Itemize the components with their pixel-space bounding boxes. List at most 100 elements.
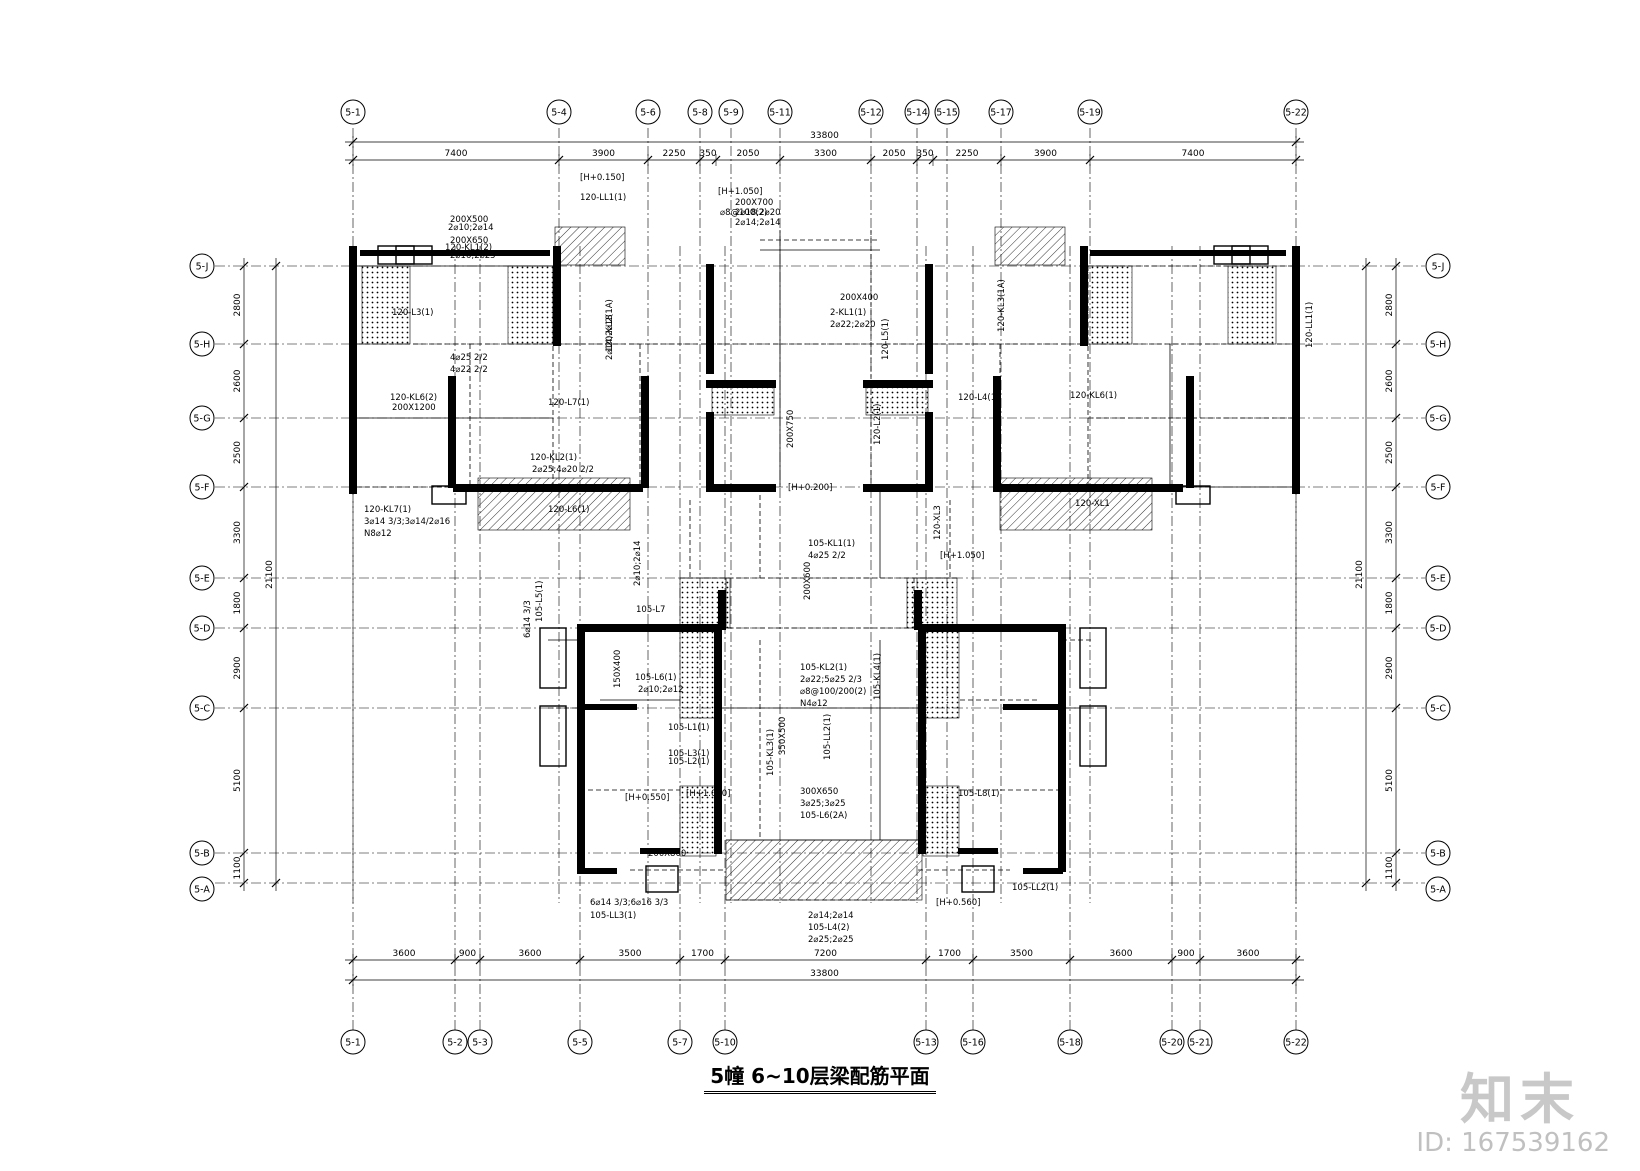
beam-annotation-8: 200X700 (735, 198, 773, 208)
left-dim-chain-tick-5 (239, 623, 249, 633)
left-axis-bubble-6-label: 5-C (194, 704, 210, 715)
beam-annotation-10: 2⌀14;2⌀14 (735, 218, 781, 228)
wall-16 (706, 484, 776, 492)
right-axis-bubble-4-label: 5-E (1430, 574, 1445, 585)
top-axis-bubble-11: 5-22 (1283, 99, 1309, 125)
right-axis-bubble-1-label: 5-H (1430, 340, 1447, 351)
left-axis-bubble-7: 5-B (189, 840, 215, 866)
wall-2 (553, 256, 561, 346)
bottom-axis-bubble-6-circle (913, 1029, 939, 1055)
wall-5 (641, 376, 649, 488)
beam-annotation-14: 2⌀22;2⌀20 (830, 320, 876, 330)
bottom-dim-chain-label-9: 900 (1177, 949, 1194, 959)
top-axis-bubble-1-circle (546, 99, 572, 125)
right-axis-bubble-3-label: 5-F (1431, 483, 1446, 494)
right-axis-bubble-8: 5-A (1425, 876, 1451, 902)
hatched-zone-5 (1227, 265, 1277, 345)
top-axis-bubble-4: 5-9 (718, 99, 744, 125)
projection-box-11 (961, 865, 995, 893)
beam-annotation-2: 2⌀10;2⌀14 (448, 223, 494, 233)
bottom-dim-chain-label-5: 7200 (814, 949, 837, 959)
beam-annotation-24: 2⌀25;4⌀20 2/2 (532, 465, 594, 475)
wall-14 (706, 412, 714, 488)
beam-annotation-18: 4⌀25 2/2 (450, 353, 488, 363)
bottom-dim-chain-label-2: 3600 (519, 949, 542, 959)
bottom-axis-bubble-8: 5-18 (1057, 1029, 1083, 1055)
bottom-dim-chain-label-10: 3600 (1237, 949, 1260, 959)
beam-annotation-7: [H+1.050] (718, 187, 762, 197)
right-dim-chain-tick-0 (1391, 261, 1401, 271)
right-dim-chain-tick-6 (1391, 703, 1401, 713)
bottom-axis-bubble-1-circle (442, 1029, 468, 1055)
left-total-dim-label-0: 21100 (265, 560, 275, 589)
watermark-logo: 知末 (1460, 1068, 1580, 1131)
hatched-zone-16 (725, 839, 923, 901)
wall-32 (553, 246, 561, 256)
beam-annotation-28: 120-L6(1) (548, 505, 589, 515)
right-axis-bubble-8-circle (1425, 876, 1451, 902)
top-axis-bubble-4-label: 5-9 (723, 108, 739, 119)
beam-annotation-40: 105-L6(1) (635, 673, 676, 683)
top-dim-chain-label-1: 3900 (592, 149, 615, 159)
beam-annotation-41: 2⌀10;2⌀12 (638, 685, 684, 695)
top-axis-bubble-7: 5-14 (904, 99, 930, 125)
beam-annotation-51: [H+1.050] (686, 789, 730, 799)
beam-annotation-23: 120-KL2(1) (530, 453, 577, 463)
hatched-zone-12 (679, 627, 717, 719)
bottom-axis-bubble-1: 5-2 (442, 1029, 468, 1055)
drawing-title: 5幢 6~10层梁配筋平面 (0, 1060, 1640, 1094)
right-dim-chain-label-5: 2900 (1385, 656, 1395, 679)
right-axis-bubble-5-label: 5-D (1430, 624, 1447, 635)
beam-annotation-27: N8⌀12 (364, 529, 392, 539)
left-dim-chain-tick-8 (239, 878, 249, 888)
top-axis-bubble-9-circle (988, 99, 1014, 125)
hatched-zone-3 (507, 265, 554, 345)
bottom-axis-bubble-2-circle (467, 1029, 493, 1055)
wall-9 (993, 484, 1183, 492)
beam-annotation-52: 105-L8(1) (958, 789, 999, 799)
bottom-axis-bubble-11-circle (1283, 1029, 1309, 1055)
beam-annotation-29: 200X750 (786, 410, 796, 448)
wall-0 (349, 246, 357, 494)
beam-annotation-56: 3⌀25;3⌀25 (800, 799, 846, 809)
top-dim-chain-label-8: 2250 (956, 149, 979, 159)
beam-annotation-66: 120-L4(1) (958, 393, 999, 403)
wall-22 (714, 624, 722, 854)
beam-annotation-64: 2⌀25;2⌀25 (808, 935, 854, 945)
hatched-zone-1 (994, 226, 1066, 266)
drawing-title-text: 5幢 6~10层梁配筋平面 (704, 1064, 936, 1094)
left-axis-bubble-2-circle (189, 405, 215, 431)
bottom-axis-bubble-7-label: 5-16 (962, 1038, 984, 1049)
beam-annotation-57: 105-L6(2A) (800, 811, 847, 821)
top-axis-bubble-0-label: 5-1 (345, 108, 361, 119)
left-dim-chain-tick-2 (239, 413, 249, 423)
left-dim-chain-label-1: 2600 (233, 369, 243, 392)
beam-annotation-55: 300X650 (800, 787, 838, 797)
top-dim-chain-label-9: 3900 (1034, 149, 1057, 159)
bottom-axis-bubble-8-label: 5-18 (1059, 1038, 1081, 1049)
bottom-axis-bubble-0: 5-1 (340, 1029, 366, 1055)
top-axis-bubble-1: 5-4 (546, 99, 572, 125)
left-dim-chain-tick-0 (239, 261, 249, 271)
right-dim-chain-label-7: 1100 (1385, 856, 1395, 879)
beam-annotation-44: ⌀8@100/200(2) (800, 687, 866, 697)
wall-19 (1058, 624, 1066, 872)
wall-12 (706, 380, 776, 388)
left-axis-bubble-0-label: 5-J (196, 262, 209, 273)
bottom-axis-bubble-3-label: 5-5 (572, 1038, 588, 1049)
beam-annotation-30: [H+0.200] (788, 483, 832, 493)
left-axis-bubble-5-circle (189, 615, 215, 641)
right-axis-bubble-3-circle (1425, 474, 1451, 500)
wall-25 (1003, 704, 1063, 710)
right-dim-chain-label-3: 3300 (1385, 521, 1395, 544)
top-dim-chain-label-4: 2050 (737, 149, 760, 159)
beam-annotation-45: N4⌀12 (800, 699, 828, 709)
beam-lines (357, 230, 1292, 901)
left-axis-bubble-8-label: 5-A (194, 885, 210, 896)
left-axis-bubble-1-circle (189, 331, 215, 357)
right-axis-bubble-4: 5-E (1425, 565, 1451, 591)
bottom-axis-bubble-7-circle (960, 1029, 986, 1055)
wall-8 (453, 484, 643, 492)
right-axis-bubble-1: 5-H (1425, 331, 1451, 357)
wall-33 (1080, 246, 1088, 256)
